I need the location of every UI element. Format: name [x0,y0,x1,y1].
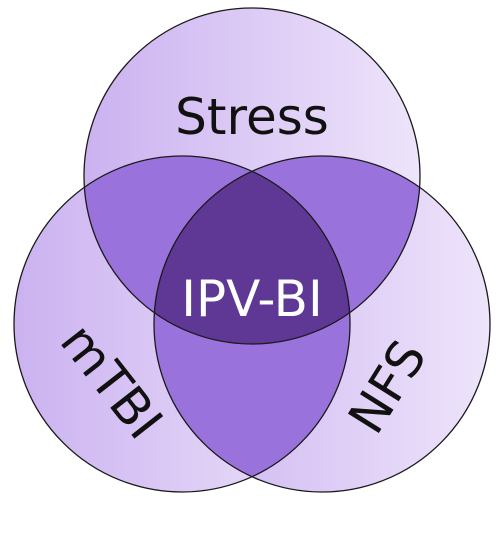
overlap-center [154,156,350,344]
outline-right [153,155,491,493]
outline-top [83,7,421,345]
label-stress: Stress [175,88,329,146]
label-center: IPV-BI [181,270,322,328]
outline-left [13,155,351,493]
